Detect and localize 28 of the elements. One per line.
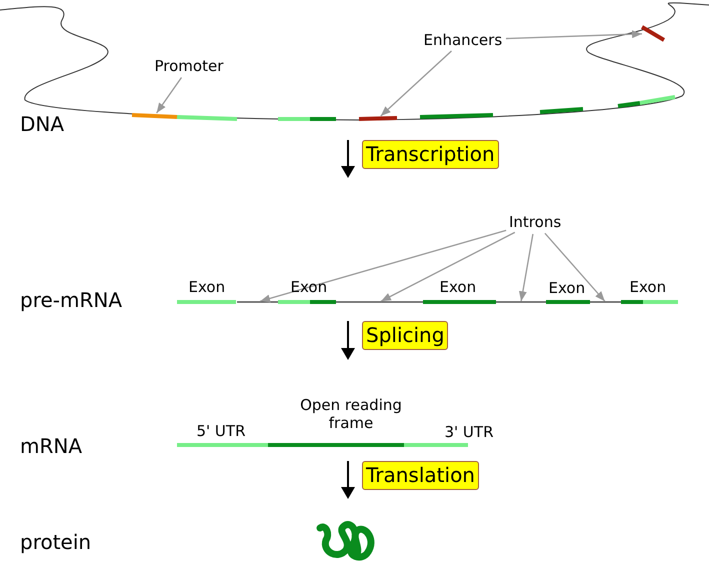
callout-label: Enhancers [424,31,502,49]
process-step-label: Transcription [362,140,499,169]
exon-label: Exon [290,278,328,296]
region-label: 5' UTR [196,422,246,440]
row-label: protein [20,530,92,554]
promoter-segment [132,113,178,119]
enhancer-segment [640,25,666,42]
exon-label: Exon [440,278,476,296]
process-step-label: Splicing [362,321,448,350]
leader-arrow [518,234,534,302]
leader-arrow [380,232,516,302]
exon-label: Exon [188,278,226,296]
exon-label: Exon [548,279,586,297]
leader-arrow [506,30,642,40]
region-label: 3' UTR [444,423,494,441]
leader-arrow [156,77,182,114]
row-label: mRNA [20,434,82,458]
callout-label: Promoter [154,57,224,75]
exon-label: Exon [630,278,666,296]
leader-arrow [544,232,606,302]
enhancer-segment [358,116,398,121]
process-step-label: Translation [362,461,479,490]
row-label: pre-mRNA [20,288,122,312]
leader-arrow [380,50,452,116]
leader-arrow [260,230,506,302]
row-label: DNA [20,112,64,136]
region-label: Open reading frame [299,396,403,432]
callout-label: Introns [509,213,562,231]
